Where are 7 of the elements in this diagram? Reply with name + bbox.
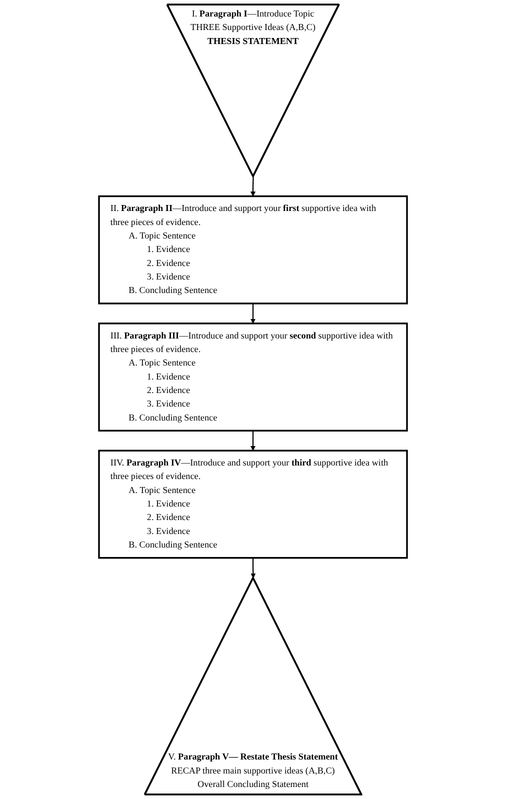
arrow [250, 430, 256, 451]
node-box: III. Paragraph III—Introduce and support your second supportive idea with three pieces of evidence. A. Topic Sentence 1. Evidence 2. Evidence 3. Evidence B. Concluding Sentence [98, 322, 408, 432]
arrow [250, 176, 256, 196]
node-box: IIV. Paragraph IV—Introduce and support your third supportive idea with three pieces of evidence. A. Topic Sentence 1. Evidence 2. Evidence 3. Evidence B. Concluding Sentence [98, 450, 408, 559]
node-box: II. Paragraph II—Introduce and support your first supportive idea with three pieces of evidence. A. Topic Sentence 1. Evidence 2. Evidence 3. Evidence B. Concluding Sentence [98, 195, 408, 304]
arrow [250, 558, 256, 578]
arrow [250, 303, 256, 324]
